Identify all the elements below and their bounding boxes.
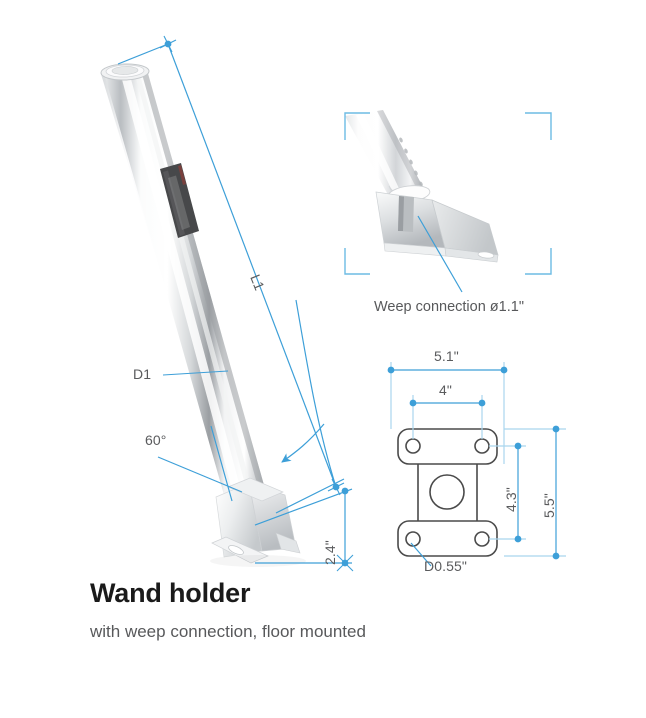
plate-centre-bore: [429, 474, 465, 510]
angle-ref-line-vertical: [210, 425, 233, 502]
detail-view-corner-brackets: [344, 112, 552, 275]
corner-bracket-tr: [525, 112, 552, 140]
weep-connection-callout: Weep connection ø1.1": [374, 299, 524, 315]
bolt-hole-tl: [405, 438, 421, 454]
page-title: Wand holder: [90, 578, 251, 608]
floor-base-bracket: [210, 477, 306, 567]
wand-tube: [104, 70, 271, 523]
base-callout-leader: [281, 423, 325, 463]
l1-dim-dot-top: [164, 40, 172, 48]
weep-perforations: [399, 137, 423, 187]
dim-label-hole-spacing-height: 4.3": [503, 487, 519, 512]
d1-leader: [162, 370, 229, 376]
page-subtitle: with weep connection, floor mounted: [90, 622, 366, 641]
product-label-band: [160, 163, 199, 238]
corner-bracket-tl: [344, 112, 370, 140]
dim-label-overall-width: 5.1": [434, 348, 459, 364]
wand-holder-illustration: [100, 63, 306, 567]
dim-24-extension-top: [254, 488, 353, 526]
bolt-hole-tr: [474, 438, 490, 454]
l1-dimension-line: [167, 43, 337, 488]
l1-extension-bottom: [275, 478, 345, 514]
d055-leader: [410, 542, 432, 567]
plan-view-dimensions: [387, 362, 566, 567]
dim-label-base-height: 2.4": [322, 540, 338, 565]
dim-label-d1: D1: [133, 366, 152, 382]
corner-bracket-bl: [344, 248, 370, 275]
base-callout-curve: [295, 299, 337, 488]
corner-bracket-br: [525, 248, 552, 275]
dim-label-angle: 60°: [145, 432, 167, 448]
base-plate-plan-view: [397, 428, 498, 557]
dim-label-hole-spacing-width: 4": [439, 382, 452, 398]
dim-label-hole-diameter: D0.55": [424, 558, 467, 574]
weep-callout-leader: [417, 215, 463, 293]
main-view-dimensions: [117, 35, 354, 572]
l1-extension-top: [117, 43, 169, 65]
wand-tube-cap: [100, 63, 150, 81]
bolt-hole-bl: [405, 531, 421, 547]
weep-connection-detail-view: [345, 110, 499, 263]
bolt-hole-br: [474, 531, 490, 547]
plate-bottom-flange: [397, 520, 498, 557]
dim-label-overall-height: 5.5": [541, 493, 557, 518]
angle-ref-line-floor: [157, 456, 243, 493]
